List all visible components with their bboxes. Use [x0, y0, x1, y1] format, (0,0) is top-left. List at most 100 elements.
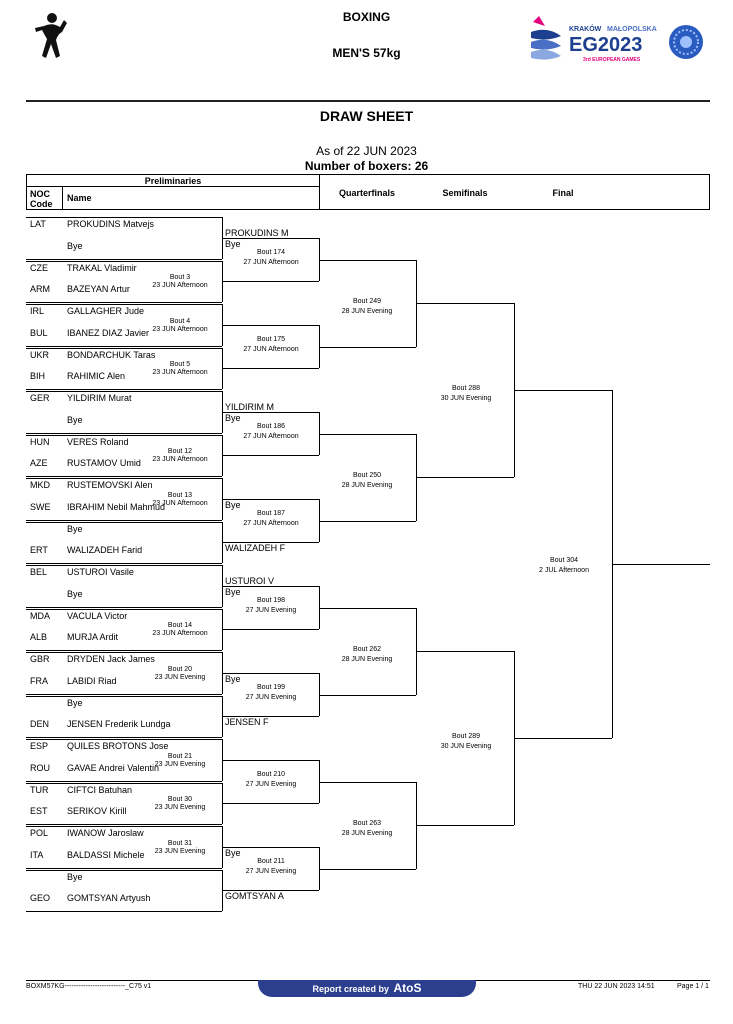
report-credit-text: Report created by — [312, 984, 389, 994]
report-credit-bar: Report created by AtoS — [258, 980, 476, 997]
r16-bout-time: 27 JUN Afternoon — [243, 432, 299, 440]
entry-noc: BEL — [30, 567, 48, 577]
entry-name: IBANEZ DIAZ Javier — [67, 327, 150, 338]
qf-bout-number: Bout 263 — [352, 820, 382, 827]
qf-bout-number: Bout 249 — [352, 298, 382, 305]
prelim-bout-time: 23 JUN Afternoon — [152, 282, 208, 290]
r16-line-top — [222, 411, 319, 413]
entry-noc: BUL — [30, 327, 48, 338]
entry-noc: ROU — [30, 762, 50, 773]
qf-line-bottom — [319, 520, 416, 522]
r16-line-top — [222, 498, 319, 500]
r16-bout-number: Bout 210 — [256, 770, 286, 778]
r16-line-bottom — [222, 281, 319, 283]
prelim-bout-number: Bout 21 — [167, 752, 193, 760]
r16-bye-top: Bye — [225, 499, 241, 510]
as-of-date: As of 22 JUN 2023 — [316, 144, 417, 158]
col-preliminaries: Preliminaries — [144, 176, 202, 186]
qf-line-top — [319, 433, 416, 435]
qf-line-bottom — [319, 346, 416, 348]
prelim-bout-time: 23 JUN Afternoon — [152, 369, 208, 377]
r16-line-bottom — [222, 455, 319, 457]
r16-line-bottom — [222, 890, 319, 892]
prelim-bout-number: Bout 20 — [167, 665, 193, 673]
r16-advancer-bottom: JENSEN F — [225, 717, 269, 728]
col-noc-code: NOC Code — [30, 189, 53, 209]
entry-name: GAVAE Andrei Valentin — [67, 762, 160, 773]
r16-bout-number: Bout 199 — [256, 683, 286, 691]
qf-line-top — [319, 607, 416, 609]
prelim-pair-top-line — [26, 521, 222, 523]
prelim-pair-bottom-line — [26, 867, 222, 869]
r16-line-bottom — [222, 716, 319, 718]
r16-bout-number: Bout 198 — [256, 596, 286, 604]
r16-bye-top: Bye — [225, 673, 241, 684]
prelim-pair-bottom-line — [26, 650, 222, 651]
entry-noc: ERT — [30, 545, 48, 556]
r16-line-top — [222, 846, 319, 848]
entry-noc: POL — [30, 828, 49, 838]
prelim-bout-time: 23 JUN Evening — [154, 760, 206, 768]
r16-line-bottom — [222, 803, 319, 805]
entry-name: QUILES BROTONS Jose — [67, 741, 169, 751]
prelim-pair-top-line — [26, 565, 222, 566]
champion-line — [612, 564, 710, 565]
entry-noc: ARM — [30, 284, 50, 295]
prelim-pair-top-line — [26, 391, 222, 392]
r16-bye-top: Bye — [225, 238, 241, 249]
col-name: Name — [67, 193, 92, 203]
prelim-pair-bottom-line — [26, 476, 222, 477]
prelim-pair-top-line — [26, 826, 222, 827]
prelim-bout-time: 23 JUN Afternoon — [152, 630, 208, 638]
prelim-pair-bottom-line — [26, 432, 222, 434]
prelim-pair-top-line — [26, 434, 222, 436]
final-line-bottom — [514, 738, 612, 739]
r16-bout-time: 27 JUN Afternoon — [243, 345, 299, 353]
sf-bout-number: Bout 289 — [451, 733, 481, 740]
r16-line-bottom — [222, 368, 319, 370]
sf-line-top — [416, 651, 514, 652]
r16-line-bottom — [222, 542, 319, 544]
column-header-box — [26, 174, 710, 210]
prelim-pair-bottom-line — [26, 519, 222, 521]
entry-name: TRAKAL Vladimir — [67, 262, 137, 273]
r16-bout-number: Bout 175 — [256, 335, 286, 343]
qf-bout-number: Bout 262 — [352, 646, 382, 653]
final-bout-number: Bout 304 — [549, 557, 579, 564]
entry-name: Bye — [67, 697, 83, 708]
entry-noc: SWE — [30, 501, 51, 512]
r16-bout-number: Bout 174 — [256, 248, 286, 256]
entry-name: RAHIMIC Alen — [67, 371, 126, 382]
sf-bout-number: Bout 288 — [451, 385, 481, 392]
entry-noc: FRA — [30, 675, 48, 686]
entry-noc: DEN — [30, 719, 50, 730]
qf-line-top — [319, 781, 416, 783]
entry-name: Bye — [67, 240, 83, 251]
r16-advancer-top: YILDIRIM M — [225, 401, 275, 412]
qf-line-bottom — [319, 868, 416, 870]
r16-advancer-top: USTUROI V — [225, 575, 275, 586]
prelim-pair-bottom-line — [26, 737, 222, 738]
logo-sub: 3rd EUROPEAN GAMES — [583, 57, 641, 63]
prelim-pair-top-line — [26, 304, 222, 305]
prelim-bout-number: Bout 30 — [167, 796, 193, 804]
r16-line-top — [222, 759, 319, 761]
entry-noc: ITA — [30, 849, 44, 860]
col-quarterfinals: Quarterfinals — [338, 188, 396, 198]
entry-name: WALIZADEH Farid — [67, 545, 143, 556]
logo-brand: EG2023 — [569, 34, 643, 56]
prelim-bout-time: 23 JUN Afternoon — [152, 499, 208, 507]
r16-line-bottom — [222, 629, 319, 631]
header-divider-h — [26, 186, 320, 187]
r16-advancer-bottom: WALIZADEH F — [225, 543, 286, 554]
qf-line-bottom — [319, 694, 416, 696]
prelim-bout-number: Bout 3 — [169, 274, 191, 282]
r16-bout-number: Bout 211 — [257, 857, 285, 865]
prelim-pair-top-line — [26, 260, 222, 262]
entry-name: BALDASSI Michele — [67, 849, 145, 860]
r16-advancer-top: PROKUDINS M — [225, 227, 289, 238]
prelim-pair-bottom-line — [26, 606, 222, 608]
logo-city: KRAKÓW — [569, 26, 602, 33]
entry-noc: HUN — [30, 436, 50, 447]
entry-name: GALLAGHER Jude — [67, 306, 145, 316]
